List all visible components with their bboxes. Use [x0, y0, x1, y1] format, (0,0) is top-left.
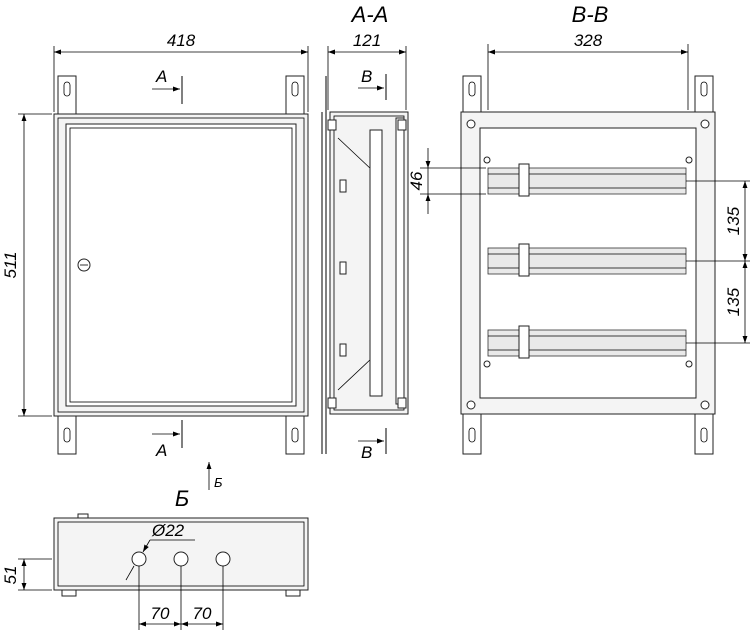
rail-height-dimension: 46 [407, 148, 486, 214]
section-a-a-depth-label: 121 [353, 31, 381, 50]
section-b-b-width-label: 328 [574, 31, 603, 50]
door-lock-icon [77, 258, 91, 272]
mounting-lug-bb-bottom-left [462, 411, 482, 455]
view-arrow-b: Б [206, 462, 223, 490]
section-a-a-view: A-A 121 B B [321, 2, 409, 462]
hole-diameter-dimension: Ø22 [125, 521, 195, 581]
section-mark-a-top-label: A [155, 67, 167, 86]
mounting-lug-bb-bottom-right [694, 411, 714, 455]
mounting-lug-top-left [57, 75, 77, 119]
section-b-b-view: B-B [407, 2, 750, 455]
din-rail-3 [487, 325, 687, 359]
section-mark-b-bottom-label: B [361, 443, 372, 462]
section-mark-a-top: A [152, 67, 183, 104]
section-a-a-title: A-A [350, 2, 389, 27]
section-mark-a-bottom-label: A [155, 441, 167, 460]
mounting-lug-bottom-right [285, 411, 305, 455]
hinge-icon [327, 119, 407, 409]
screw-icon [466, 119, 710, 410]
bottom-view-title: Б [175, 486, 189, 511]
front-view: 418 511 A A Б [1, 31, 309, 490]
section-a-a-body [321, 76, 409, 454]
front-height-dimension: 511 [1, 113, 52, 417]
bottom-height-dimension: 51 [1, 558, 52, 591]
view-arrow-b-label: Б [214, 475, 223, 490]
front-height-label: 511 [1, 251, 20, 278]
hole-pitch-dimension: 70 70 [138, 566, 224, 630]
front-width-label: 418 [167, 31, 196, 50]
hole-pitch-2-label: 70 [193, 604, 212, 623]
front-width-dimension: 418 [53, 31, 309, 112]
din-rail-1 [487, 163, 687, 197]
section-mark-b-bottom: B [358, 428, 387, 462]
section-b-b-width-dimension: 328 [487, 31, 689, 110]
din-rail-2 [487, 243, 687, 277]
hole-pitch-1-label: 70 [151, 604, 170, 623]
rail-pitch-1-label: 135 [724, 206, 743, 235]
rail-height-label: 46 [407, 171, 426, 190]
section-mark-b-top: B [358, 67, 387, 100]
rail-clip-icon [339, 179, 347, 357]
section-mark-b-top-label: B [361, 67, 372, 86]
door-panel [65, 123, 297, 407]
section-b-b-title: B-B [572, 2, 609, 27]
section-a-a-depth-dimension: 121 [327, 31, 407, 110]
bottom-view: Б Ø22 51 [1, 486, 309, 630]
section-mark-a-bottom: A [152, 420, 183, 460]
rail-pitch-2-label: 135 [724, 287, 743, 316]
hole-diameter-label: Ø22 [151, 521, 185, 540]
rail-pitch-dimension: 135 135 [686, 180, 750, 344]
bottom-height-label: 51 [1, 566, 20, 585]
mounting-lug-bottom-left [57, 411, 77, 455]
knockout-hole-icon [131, 551, 231, 567]
mounting-lug-top-right [285, 75, 305, 119]
